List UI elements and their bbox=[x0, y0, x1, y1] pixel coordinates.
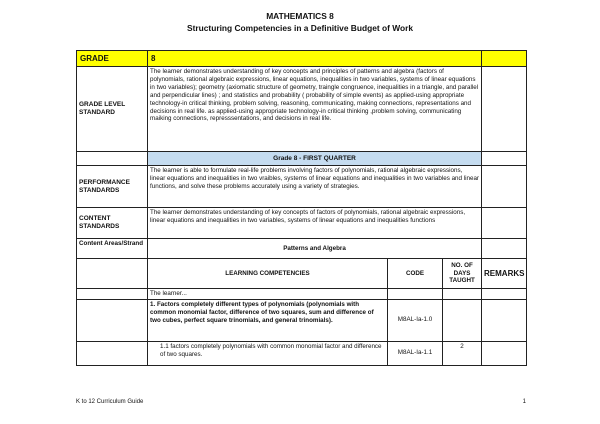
performance-text: The learner is able to formulate real-li… bbox=[146, 165, 483, 208]
document-subtitle: Structuring Competencies in a Definitive… bbox=[187, 23, 413, 33]
competency-1-code: M8AL-Ia-1.0 bbox=[387, 298, 443, 342]
grade-level-standard-row: GRADE LEVEL STANDARD The learner demonst… bbox=[76, 66, 528, 152]
column-remarks: REMARKS bbox=[481, 258, 528, 289]
learner-intro-text: The learner... bbox=[147, 288, 388, 300]
content-text: The learner demonstrates understanding o… bbox=[146, 207, 483, 239]
performance-label: PERFORMANCE STANDARDS bbox=[76, 165, 148, 208]
quarter-label: Grade 8 - FIRST QUARTER bbox=[146, 151, 483, 166]
area-label: Content Areas/Strand bbox=[76, 238, 148, 259]
competency-1-remarks-cell bbox=[481, 298, 528, 342]
footer-guide-label: K to 12 Curriculum Guide bbox=[76, 399, 144, 405]
learner-intro-remarks-cell bbox=[481, 288, 528, 300]
competency-1-row: 1. Factors completely different types of… bbox=[76, 298, 528, 342]
grade-level-empty-cell bbox=[481, 66, 528, 152]
column-competencies: LEARNING COMPETENCIES bbox=[147, 258, 388, 289]
page-footer: K to 12 Curriculum Guide 1 bbox=[76, 399, 526, 405]
columns-header-left-cell bbox=[76, 258, 148, 289]
grade-level-standard-label: GRADE LEVEL STANDARD bbox=[76, 66, 148, 152]
competency-1-1-remarks-cell bbox=[481, 340, 528, 366]
content-label: CONTENT STANDARDS bbox=[76, 207, 148, 239]
learner-intro-days-cell bbox=[441, 288, 483, 300]
learner-intro-row: The learner... bbox=[76, 288, 528, 300]
competency-1-left-cell bbox=[76, 298, 148, 342]
grade-row: GRADE 8 bbox=[76, 50, 528, 67]
columns-header-row: LEARNING COMPETENCIES CODE NO. OF DAYS T… bbox=[76, 258, 528, 289]
grade-empty-cell bbox=[481, 50, 528, 67]
learner-intro-code-cell bbox=[387, 288, 443, 300]
grade-level-standard-text: The learner demonstrates understanding o… bbox=[146, 66, 483, 152]
content-empty-cell bbox=[481, 207, 528, 239]
performance-row: PERFORMANCE STANDARDS The learner is abl… bbox=[76, 165, 528, 208]
document-title: MATHEMATICS 8 bbox=[266, 11, 334, 21]
budget-of-work-table: GRADE 8 GRADE LEVEL STANDARD The learner… bbox=[76, 50, 528, 366]
document-header: MATHEMATICS 8 Structuring Competencies i… bbox=[0, 10, 600, 34]
column-days: NO. OF DAYS TAUGHT bbox=[441, 258, 483, 289]
competency-1-1-row: 1.1 factors completely polynomials with … bbox=[76, 340, 528, 366]
competency-1-1-days: 2 bbox=[441, 340, 483, 366]
area-row: Content Areas/Strand Patterns and Algebr… bbox=[76, 238, 528, 259]
column-code: CODE bbox=[387, 258, 443, 289]
content-row: CONTENT STANDARDS The learner demonstrat… bbox=[76, 207, 528, 239]
competency-1-text: 1. Factors completely different types of… bbox=[147, 298, 388, 342]
area-empty-cell bbox=[481, 238, 528, 259]
competency-1-1-left-cell bbox=[76, 340, 148, 366]
competency-1-1-text: 1.1 factors completely polynomials with … bbox=[147, 340, 388, 366]
grade-value: 8 bbox=[146, 50, 483, 67]
quarter-right-cell bbox=[481, 151, 528, 166]
performance-empty-cell bbox=[481, 165, 528, 208]
grade-label: GRADE bbox=[76, 50, 148, 67]
learner-intro-left-cell bbox=[76, 288, 148, 300]
quarter-row: Grade 8 - FIRST QUARTER bbox=[76, 151, 528, 166]
page-number: 1 bbox=[522, 399, 526, 405]
competency-1-days-cell bbox=[441, 298, 483, 342]
area-value: Patterns and Algebra bbox=[146, 238, 483, 259]
quarter-left-cell bbox=[76, 151, 148, 166]
competency-1-1-code: M8AL-Ia-1.1 bbox=[387, 340, 443, 366]
